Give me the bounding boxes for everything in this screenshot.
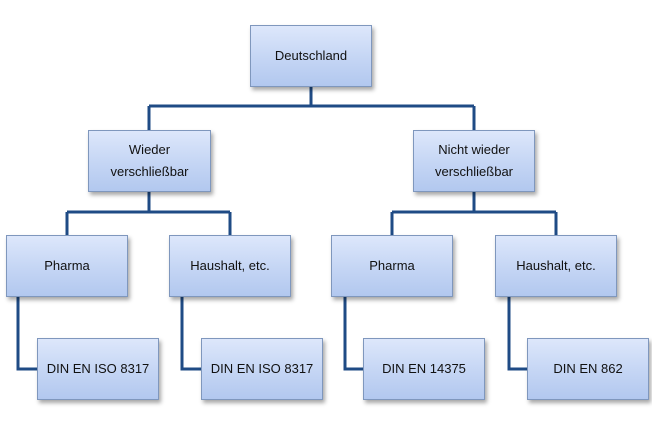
node-haushalt-right: Haushalt, etc.: [495, 235, 617, 297]
node-din-en-iso-8317-right: DIN EN ISO 8317: [201, 338, 323, 400]
node-label: Haushalt, etc.: [516, 258, 596, 273]
connector-root-to-level1: [147, 86, 476, 130]
node-nicht-wieder-verschliessbar: Nicht wieder verschließbar: [413, 130, 535, 192]
connector-wieder-to-children: [65, 192, 232, 235]
node-label: DIN EN 14375: [382, 361, 466, 376]
node-pharma-right: Pharma: [331, 235, 453, 297]
node-label: DIN EN ISO 8317: [210, 361, 314, 376]
node-label: Deutschland: [274, 48, 348, 63]
connector-nicht-wieder-to-children: [390, 192, 558, 235]
node-label: DIN EN 862: [553, 361, 623, 376]
connector-haushalt-left-to-din: [180, 297, 201, 371]
node-label: Pharma: [369, 258, 415, 273]
node-pharma-left: Pharma: [6, 235, 128, 297]
connector-pharma-left-to-din: [16, 297, 37, 371]
node-label: Haushalt, etc.: [190, 258, 270, 273]
connector-haushalt-right-to-din: [507, 297, 527, 371]
node-label: Pharma: [44, 258, 90, 273]
node-label: Wieder verschließbar: [110, 142, 189, 179]
node-deutschland: Deutschland: [250, 25, 372, 87]
node-wieder-verschliessbar: Wieder verschließbar: [88, 130, 211, 192]
node-din-en-iso-8317-left: DIN EN ISO 8317: [37, 338, 159, 400]
node-label: DIN EN ISO 8317: [46, 361, 150, 376]
node-label: Nicht wieder verschließbar: [434, 142, 514, 179]
connector-pharma-right-to-din: [343, 297, 363, 371]
node-din-en-14375: DIN EN 14375: [363, 338, 485, 400]
node-haushalt-left: Haushalt, etc.: [169, 235, 291, 297]
node-din-en-862: DIN EN 862: [527, 338, 649, 400]
